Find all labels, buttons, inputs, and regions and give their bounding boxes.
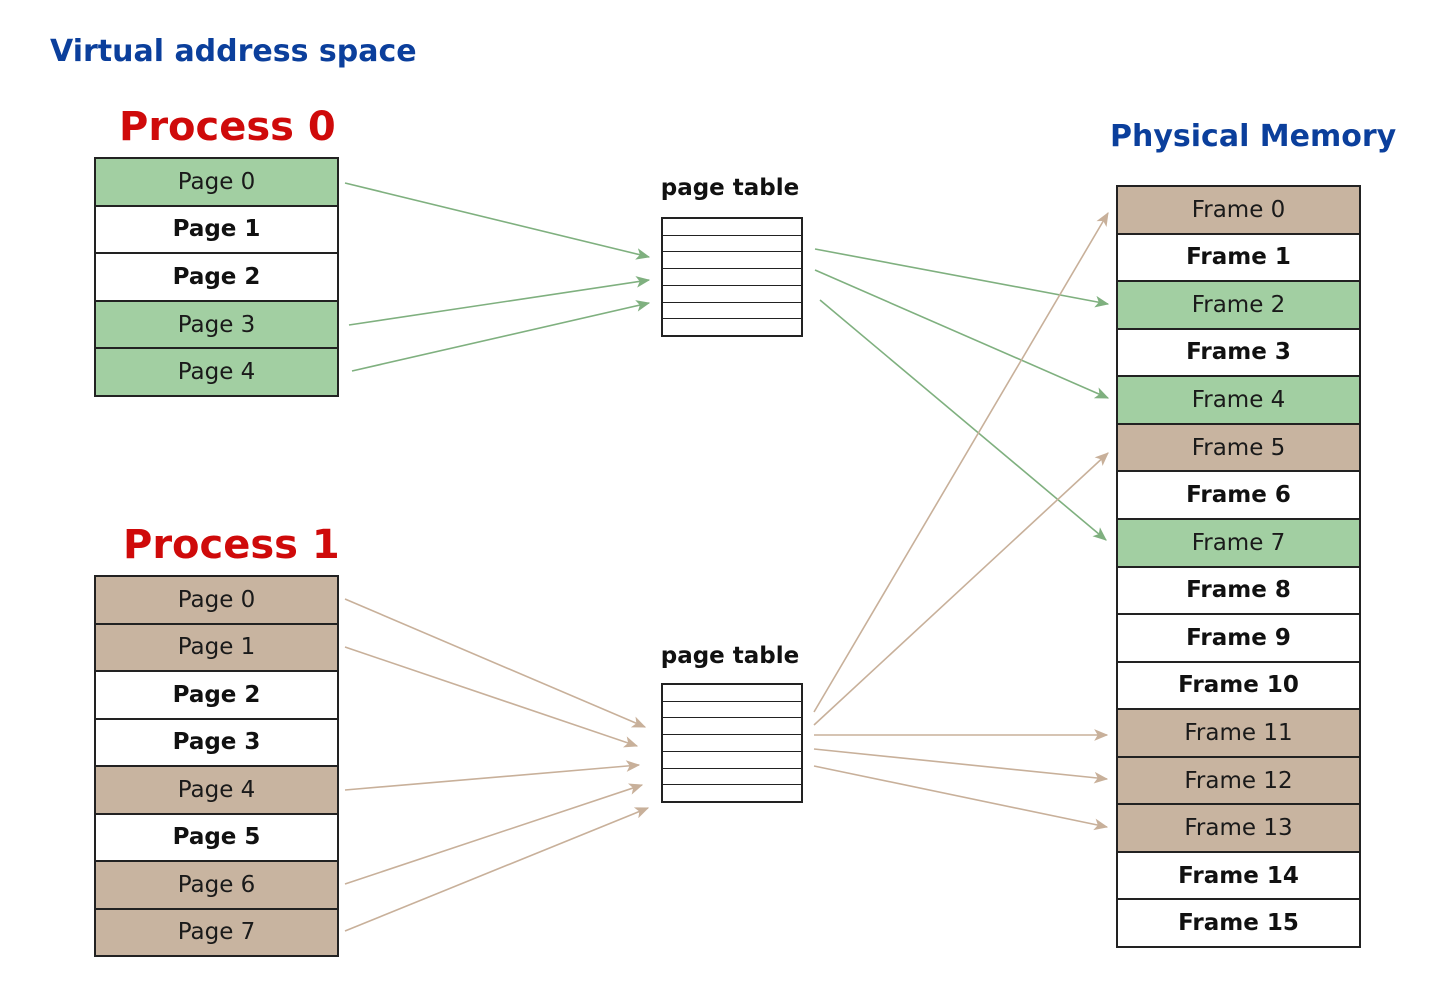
arrow-p1-page4-to-table	[344, 760, 641, 791]
frame-2: Frame 2	[1118, 282, 1359, 330]
process-0-page-table-row	[663, 303, 801, 320]
frame-4: Frame 4	[1118, 377, 1359, 425]
frame-3: Frame 3	[1118, 329, 1359, 378]
frame-11: Frame 11	[1118, 710, 1359, 758]
process-0-page-2: Page 2	[96, 254, 337, 302]
arrow-p0-page0-to-table	[344, 182, 651, 260]
process-0-page-table	[661, 217, 803, 337]
process-0-page-0: Page 0	[96, 159, 337, 207]
process-0-page-stack: Page 0 Page 1 Page 2 Page 3 Page 4	[94, 157, 339, 397]
process-0-page-table-row	[663, 236, 801, 253]
frame-1: Frame 1	[1118, 234, 1359, 283]
frame-0: Frame 0	[1118, 187, 1359, 235]
frame-6: Frame 6	[1118, 472, 1359, 520]
frame-12: Frame 12	[1118, 757, 1359, 806]
arrow-p0-table-to-frame4	[814, 269, 1110, 399]
process-0-page-table-row	[663, 269, 801, 286]
process-1-page-table-label: page table	[660, 643, 800, 669]
process-1-page-0: Page 0	[96, 577, 337, 625]
process-0-page-table-row	[663, 252, 801, 270]
process-1-page-stack: Page 0 Page 1 Page 2 Page 3 Page 4 Page …	[94, 575, 339, 957]
arrow-p1-page1-to-table	[344, 646, 639, 748]
arrow-p1-page7-to-table	[344, 807, 650, 932]
frame-8: Frame 8	[1118, 567, 1359, 616]
process-1-page-table-row	[663, 735, 801, 752]
process-1-page-table-row	[663, 769, 801, 786]
frame-10: Frame 10	[1118, 662, 1359, 711]
process-0-page-table-row	[663, 219, 801, 236]
process-1-page-7: Page 7	[96, 909, 337, 955]
arrow-p0-table-to-frame7	[819, 299, 1107, 541]
frame-5: Frame 5	[1118, 424, 1359, 473]
arrow-p1-table-to-frame13	[813, 765, 1109, 831]
frame-13: Frame 13	[1118, 805, 1359, 853]
process-0-page-1: Page 1	[96, 206, 337, 255]
physical-memory-title: Physical Memory	[1110, 119, 1397, 154]
physical-memory-frame-stack: Frame 0 Frame 1 Frame 2 Frame 3 Frame 4 …	[1116, 185, 1361, 948]
process-1-page-4: Page 4	[96, 767, 337, 815]
process-1-page-table-row	[663, 685, 801, 702]
frame-9: Frame 9	[1118, 615, 1359, 663]
process-1-page-table-row	[663, 718, 801, 736]
arrow-p0-page4-to-table	[351, 300, 651, 372]
arrow-p1-page0-to-table	[344, 598, 647, 728]
process-1-page-6: Page 6	[96, 862, 337, 910]
virtual-address-space-title: Virtual address space	[50, 34, 417, 69]
process-1-page-3: Page 3	[96, 719, 337, 767]
arrow-p1-table-to-frame12	[813, 748, 1109, 784]
frame-7: Frame 7	[1118, 519, 1359, 568]
process-1-title: Process 1	[123, 522, 340, 568]
process-1-page-1: Page 1	[96, 624, 337, 672]
process-1-page-table	[661, 683, 803, 803]
arrow-p0-table-to-frame2	[814, 248, 1110, 308]
arrow-p1-page6-to-table	[344, 783, 644, 885]
process-1-page-table-row	[663, 752, 801, 769]
process-0-page-table-row	[663, 286, 801, 303]
process-1-page-table-row	[663, 702, 801, 719]
process-0-page-table-label: page table	[660, 175, 800, 201]
process-0-page-4: Page 4	[96, 349, 337, 395]
frame-14: Frame 14	[1118, 852, 1359, 901]
arrow-p1-table-to-frame5	[813, 452, 1109, 726]
arrow-p1-table-to-frame0	[813, 211, 1109, 713]
process-1-page-5: Page 5	[96, 814, 337, 862]
arrow-p0-page3-to-table	[348, 276, 651, 326]
process-0-page-table-row	[663, 319, 801, 335]
process-0-page-3: Page 3	[96, 301, 337, 350]
frame-15: Frame 15	[1118, 900, 1359, 946]
process-1-page-2: Page 2	[96, 672, 337, 720]
process-0-title: Process 0	[119, 104, 336, 150]
process-1-page-table-row	[663, 785, 801, 801]
